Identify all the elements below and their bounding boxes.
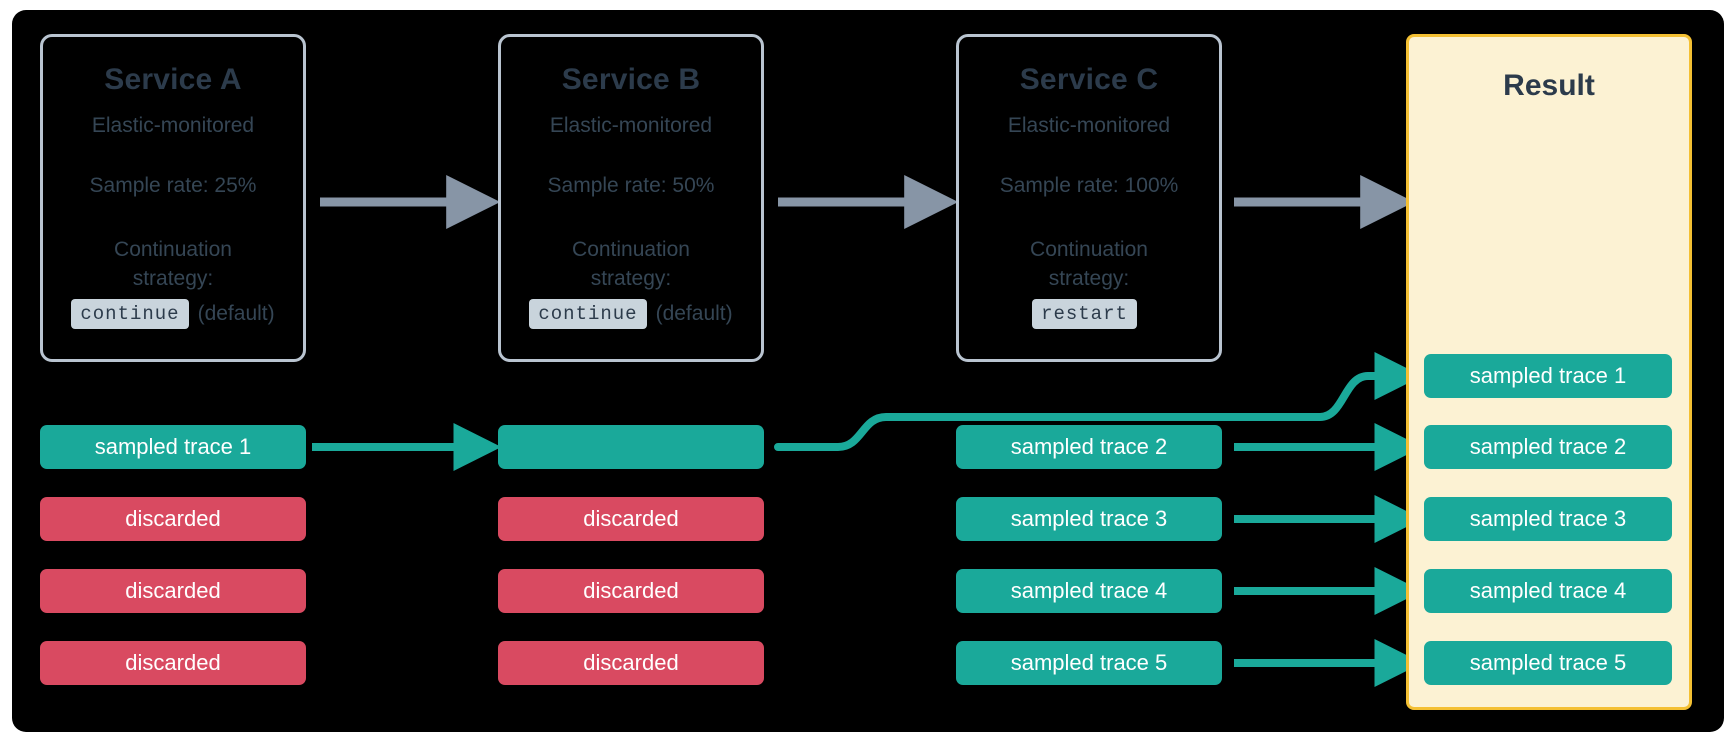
trace-pill-c-1: sampled trace 2	[956, 425, 1222, 469]
result-trace-pill-4: sampled trace 4	[1424, 569, 1672, 613]
service-a-strategy-chip: continue	[71, 298, 189, 329]
result-trace-pill-1: sampled trace 1	[1424, 354, 1672, 398]
trace-pill-a-1: sampled trace 1	[40, 425, 306, 469]
trace-pill-b-4: discarded	[498, 641, 764, 685]
service-a-strategy-label: Continuation strategy:	[114, 238, 232, 290]
result-trace-pill-3: sampled trace 3	[1424, 497, 1672, 541]
service-a-title: Service A	[104, 63, 242, 96]
service-b-title: Service B	[561, 63, 701, 96]
trace-pill-c-3: sampled trace 4	[956, 569, 1222, 613]
service-b-sample-rate: Sample rate: 50%	[547, 174, 715, 198]
service-b-strategy-note: (default)	[655, 301, 733, 325]
trace-pill-c-2: sampled trace 3	[956, 497, 1222, 541]
result-title: Result	[1503, 69, 1595, 102]
service-a-strategy-row: continue (default)	[43, 298, 303, 329]
service-card-a: Service A Elastic-monitored Sample rate:…	[40, 34, 306, 362]
service-a-sample-rate: Sample rate: 25%	[89, 174, 257, 198]
service-a-monitoring: Elastic-monitored	[91, 114, 255, 137]
service-c-sample-rate: Sample rate: 100%	[999, 174, 1179, 198]
service-card-c: Service C Elastic-monitored Sample rate:…	[956, 34, 1222, 362]
service-b-strategy-label: Continuation strategy:	[572, 238, 690, 290]
service-a-strategy-note: (default)	[197, 301, 275, 325]
trace-pill-b-3: discarded	[498, 569, 764, 613]
trace-pill-b-1	[498, 425, 764, 469]
service-c-strategy-chip: restart	[1032, 298, 1137, 329]
trace-pill-c-4: sampled trace 5	[956, 641, 1222, 685]
service-b-monitoring: Elastic-monitored	[549, 114, 713, 137]
service-c-title: Service C	[1019, 63, 1159, 96]
result-trace-pill-2: sampled trace 2	[1424, 425, 1672, 469]
trace-pill-b-2: discarded	[498, 497, 764, 541]
service-c-strategy-label: Continuation strategy:	[1030, 238, 1148, 290]
trace-pill-a-3: discarded	[40, 569, 306, 613]
result-trace-pill-5: sampled trace 5	[1424, 641, 1672, 685]
service-c-monitoring: Elastic-monitored	[1007, 114, 1171, 137]
service-c-strategy-row: restart	[959, 298, 1219, 329]
trace-pill-a-2: discarded	[40, 497, 306, 541]
service-card-b: Service B Elastic-monitored Sample rate:…	[498, 34, 764, 362]
trace-pill-a-4: discarded	[40, 641, 306, 685]
service-b-strategy-chip: continue	[529, 298, 647, 329]
service-b-strategy-row: continue (default)	[501, 298, 761, 329]
